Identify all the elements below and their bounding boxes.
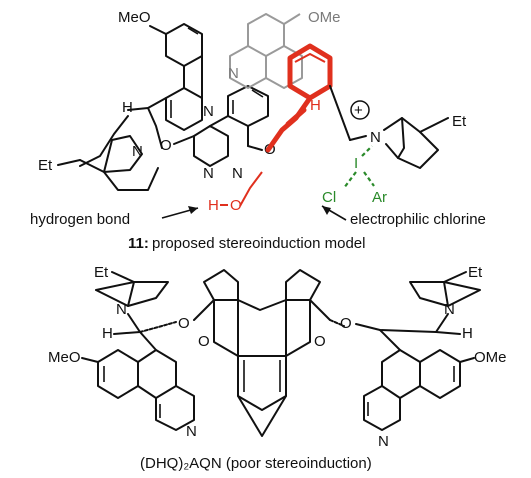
n-pz1: N: [203, 165, 214, 182]
plus-label: +: [354, 102, 363, 119]
o-left-bottom: O: [178, 315, 190, 332]
n-quinoline-left: N: [203, 103, 214, 120]
h-aryl-label: H: [310, 97, 321, 114]
o-ho-label: O: [230, 197, 242, 214]
n-left-bottom: N: [116, 301, 127, 318]
o-right-bottom: O: [340, 315, 352, 332]
h-right-bottom: H: [462, 325, 473, 342]
electrophilic-label: electrophilic chlorine: [350, 211, 486, 228]
et-left-label: Et: [38, 157, 53, 174]
top-model: MeO N H Et N O N N O OMe N: [30, 9, 486, 252]
et-right-bottom: Et: [468, 264, 483, 281]
bottom-caption: (DHQ)₂AQN (poor stereoinduction): [140, 455, 372, 472]
et-right-label: Et: [452, 113, 467, 130]
n-quinoline-top: N: [228, 65, 239, 82]
n-pz2: N: [232, 165, 243, 182]
iodine-label: I: [354, 155, 358, 172]
n-quin-left: N: [186, 423, 197, 440]
h-left-bottom: H: [102, 325, 113, 342]
h-ho-label: H: [208, 197, 219, 214]
meo-left-label: MeO: [118, 9, 151, 26]
h-left-label: H: [122, 99, 133, 116]
hbond-label: hydrogen bond: [30, 211, 130, 228]
meo-left-bottom: MeO: [48, 349, 81, 366]
o-quinone-left: O: [198, 333, 210, 350]
cl-label: Cl: [322, 189, 336, 206]
plus-circle: [350, 100, 370, 120]
ar-label: Ar: [372, 189, 387, 206]
ome-right-bottom: OMe: [474, 349, 507, 366]
o-left-label: O: [160, 137, 172, 154]
n-right-bottom: N: [444, 301, 455, 318]
o-quinone-right: O: [314, 333, 326, 350]
caption-text: proposed stereoinduction model: [152, 235, 365, 252]
n-bridge-right: N: [370, 129, 381, 146]
bottom-structure: Et N H O N MeO O O O Et: [48, 264, 507, 472]
n-bridge-left: N: [132, 143, 143, 160]
n-quin-right: N: [378, 433, 389, 450]
et-left-bottom: Et: [94, 264, 109, 281]
ome-top-label: OMe: [308, 9, 341, 26]
caption-num: 11:: [128, 235, 149, 252]
